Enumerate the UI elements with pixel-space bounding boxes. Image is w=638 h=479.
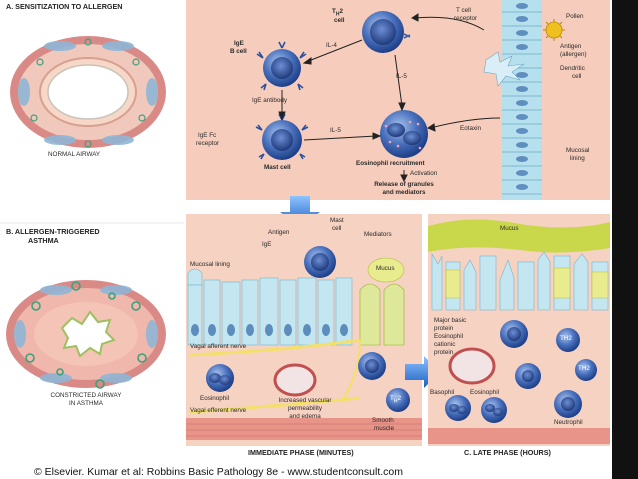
normal-airway-label: NORMAL AIRWAY <box>48 151 101 158</box>
dendritic-cell-label-line2: cell <box>572 73 582 80</box>
constricted-airway-label-line2: IN ASTHMA <box>69 400 103 407</box>
smooth-muscle-label: Smooth <box>372 417 394 424</box>
basophil-label: Basophil <box>430 389 455 396</box>
il5-label-lower: IL-5 <box>330 127 341 134</box>
immediate-phase-title: IMMEDIATE PHASE (MINUTES) <box>248 448 354 457</box>
mbp-label-line3: Eosinophil <box>434 333 464 340</box>
th2-cell <box>362 11 411 53</box>
right-edge-bar <box>612 0 638 479</box>
panel-c-vessel <box>448 347 496 385</box>
mast-cell-label: Mast cell <box>264 164 291 171</box>
vascular-label: Increased vascular <box>278 397 332 404</box>
section-b-title-line2: ASTHMA <box>28 236 59 245</box>
pollen-grain <box>543 19 565 41</box>
ige-b-cell-label: IgE <box>234 40 244 47</box>
mucosal-lining-label-line2: lining <box>570 155 585 162</box>
dendritic-cell-label: Dendritic <box>560 65 585 72</box>
constricted-airway-illustration <box>6 280 166 389</box>
antigen-label: Antigen <box>560 43 582 50</box>
panel-b-epithelium <box>186 257 422 440</box>
antigen-b-label: Antigen <box>268 229 290 236</box>
panel-c-cells <box>445 320 597 423</box>
mast-cell-b-label: Mast <box>330 217 344 224</box>
pollen-label: Pollen <box>566 13 584 20</box>
section-c-title: C. LATE PHASE (HOURS) <box>464 448 551 457</box>
panel-c-mucus <box>428 219 610 253</box>
t-cell-receptor-label-line2: receptor <box>454 15 478 22</box>
vagal-efferent-label: Vagal efferent nerve <box>190 407 247 414</box>
mucosal-lining-label: Mucosal <box>566 147 590 154</box>
ige-fc-label: IgE Fc <box>198 132 217 139</box>
mast-cell-a <box>255 113 309 160</box>
ige-b-label: IgE <box>262 241 272 248</box>
eosinophil-c-label: Eosinophil <box>470 389 500 396</box>
normal-airway-illustration <box>10 36 166 148</box>
mbp-label-line5: protein <box>434 349 454 356</box>
eotaxin-label: Eotaxin <box>460 125 482 132</box>
smooth-muscle-label-line2: muscle <box>374 425 394 432</box>
panel-c-smooth-muscle <box>428 428 610 444</box>
th2-c-label-a: TH2 <box>560 335 572 342</box>
mast-cell-b <box>304 246 336 278</box>
constricted-airway-label: CONSTRICTED AIRWAY <box>50 392 122 399</box>
activation-label: Activation <box>410 170 438 177</box>
eosinophil-recruitment-label: Eosinophil recruitment <box>356 160 425 167</box>
th2-label: TH2 <box>332 8 343 18</box>
t-cell-receptor-label: T cell <box>456 7 471 14</box>
section-a-title: A. SENSITIZATION TO ALLERGEN <box>6 2 123 11</box>
eosinophil-a <box>380 110 428 158</box>
ige-b-cell <box>256 41 307 91</box>
vascular-label-line2: permeability <box>288 405 322 412</box>
mucus-b-label: Mucus <box>376 265 395 272</box>
th2-c-label-b: TH2 <box>578 365 590 372</box>
il4-label: IL-4 <box>326 42 337 49</box>
eosinophil-b-label: Eosinophil <box>200 395 230 402</box>
mbp-label-line4: cationic <box>434 341 456 348</box>
cell-b-mid <box>358 352 386 380</box>
ige-fc-label-line2: receptor <box>196 140 220 147</box>
panel-a-epithelium <box>483 0 542 200</box>
mucus-c-label: Mucus <box>500 225 519 232</box>
mucosal-lining-b-label: Mucosal lining <box>190 261 230 268</box>
release-label-line2: and mediators <box>382 189 426 196</box>
th2-cell-b <box>386 388 410 412</box>
neutrophil-label: Neutrophil <box>554 419 583 426</box>
section-b-title: B. ALLERGEN-TRIGGERED <box>6 227 100 236</box>
release-label: Release of granules <box>374 181 434 188</box>
eosinophil-b <box>206 364 234 392</box>
mediators-label: Mediators <box>364 231 392 238</box>
ige-antibody-label: IgE antibody <box>252 97 288 104</box>
il5-label-upper: IL-5 <box>396 73 407 80</box>
mbp-label: Major basic <box>434 317 467 324</box>
panel-a-arrows <box>278 13 501 183</box>
vagal-afferent-label: Vagal afferent nerve <box>190 343 247 350</box>
mast-cell-b-label-line2: cell <box>332 225 342 232</box>
source-caption: © Elsevier. Kumar et al: Robbins Basic P… <box>34 466 403 478</box>
th2-b-label: TH2 <box>390 395 401 405</box>
ige-b-cell-label-line2: B cell <box>230 48 247 55</box>
mbp-label-line2: protein <box>434 325 454 332</box>
vascular-label-line3: and edema <box>289 413 321 420</box>
antigen-label-line2: (allergen) <box>560 51 587 58</box>
th2-cell-word: cell <box>334 17 345 24</box>
